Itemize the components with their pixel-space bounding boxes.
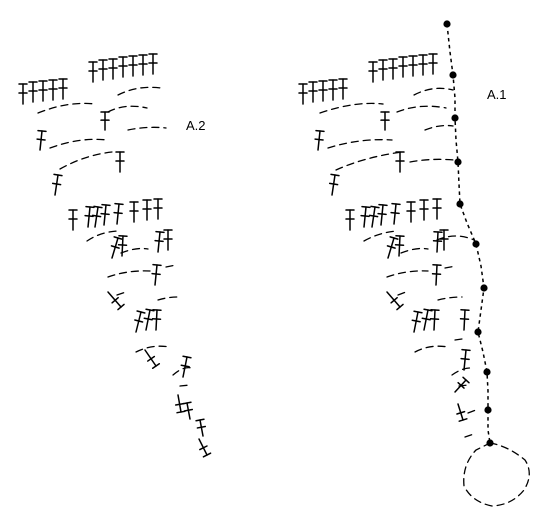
treble-crochet-symbol <box>328 173 340 196</box>
treble-crochet-symbol <box>151 309 162 331</box>
treble-crochet-symbol <box>144 349 161 370</box>
treble-crochet-symbol <box>148 53 158 75</box>
treble-crochet-symbol <box>298 83 308 105</box>
treble-crochet-symbol <box>163 229 173 251</box>
a1-treble-stitches <box>298 53 471 422</box>
treble-crochet-symbol <box>411 310 423 333</box>
treble-crochet-symbol <box>134 310 146 333</box>
treble-crochet-symbol <box>328 79 338 101</box>
treble-crochet-symbol <box>129 201 139 223</box>
a1-slip-stitch-edge <box>446 23 491 444</box>
treble-crochet-symbol <box>432 198 442 220</box>
treble-crochet-symbol <box>113 202 124 225</box>
slip-stitch-dot <box>449 71 457 79</box>
treble-crochet-symbol <box>107 291 125 311</box>
treble-crochet-symbol <box>408 55 418 77</box>
treble-crochet-symbol <box>182 401 194 420</box>
slip-stitch-dot <box>454 158 462 166</box>
treble-crochet-symbol <box>110 236 123 259</box>
treble-crochet-symbol <box>36 129 47 151</box>
chart-label-a2: A.2 <box>186 118 206 133</box>
slip-stitch-dot <box>483 368 491 376</box>
treble-crochet-symbol <box>432 231 443 253</box>
treble-crochet-symbol <box>174 394 186 414</box>
treble-crochet-symbol <box>108 58 118 80</box>
slip-stitch-dot <box>480 284 488 292</box>
slip-stitch-dot <box>486 439 494 447</box>
treble-crochet-symbol <box>91 205 103 228</box>
treble-crochet-symbol <box>338 78 348 100</box>
treble-crochet-symbol <box>18 83 28 105</box>
treble-crochet-symbol <box>388 58 398 80</box>
treble-crochet-symbol <box>314 129 325 151</box>
treble-crochet-symbol <box>195 418 207 437</box>
treble-crochet-symbol <box>88 61 98 83</box>
treble-crochet-symbol <box>198 438 212 458</box>
treble-crochet-symbol <box>418 54 428 76</box>
chart-a1 <box>298 20 530 507</box>
treble-crochet-symbol <box>460 348 471 371</box>
treble-crochet-symbol <box>153 198 163 220</box>
treble-crochet-symbol <box>454 376 470 393</box>
slip-stitch-dot <box>443 20 451 28</box>
treble-crochet-symbol <box>38 80 48 102</box>
treble-crochet-symbol <box>180 355 192 378</box>
treble-crochet-symbol <box>368 205 380 228</box>
treble-crochet-symbol <box>390 202 401 225</box>
treble-crochet-symbol <box>143 308 155 331</box>
treble-crochet-symbol <box>386 291 404 311</box>
treble-crochet-symbol <box>100 111 110 131</box>
treble-crochet-symbol <box>459 309 470 331</box>
treble-crochet-symbol <box>142 199 152 221</box>
treble-crochet-symbol <box>421 308 433 331</box>
treble-crochet-symbol <box>439 229 449 251</box>
treble-crochet-symbol <box>345 209 355 231</box>
treble-crochet-symbol <box>51 173 63 196</box>
slip-stitch-dot <box>474 328 482 336</box>
treble-crochet-symbol <box>360 205 371 228</box>
treble-crochet-symbol <box>151 263 162 286</box>
treble-crochet-symbol <box>28 81 38 103</box>
treble-crochet-symbol <box>429 309 440 331</box>
chart-a2 <box>18 53 212 458</box>
treble-crochet-symbol <box>398 56 408 78</box>
chart-label-a1: A.1 <box>487 87 507 102</box>
treble-crochet-symbol <box>428 53 438 75</box>
treble-crochet-symbol <box>318 80 328 102</box>
treble-crochet-symbol <box>406 201 416 223</box>
treble-crochet-symbol <box>58 78 68 100</box>
treble-crochet-symbol <box>378 59 388 81</box>
treble-crochet-symbol <box>48 79 58 101</box>
a1-magic-ring <box>463 442 530 507</box>
treble-crochet-symbol <box>456 403 468 422</box>
treble-crochet-symbol <box>68 209 78 231</box>
slip-stitch-dot <box>451 114 459 122</box>
slip-stitch-dot <box>484 406 492 414</box>
treble-crochet-symbol <box>138 54 148 76</box>
treble-crochet-symbol <box>98 59 108 81</box>
treble-crochet-symbol <box>154 230 165 253</box>
treble-crochet-symbol <box>380 111 390 131</box>
treble-crochet-symbol <box>117 235 128 257</box>
treble-crochet-symbol <box>431 264 442 286</box>
a1-slip-stitch-dots <box>443 20 494 447</box>
slip-stitch-dot <box>456 200 464 208</box>
a2-treble-stitches <box>18 53 212 458</box>
treble-crochet-symbol <box>100 203 111 226</box>
treble-crochet-symbol <box>394 235 405 257</box>
treble-crochet-symbol <box>128 55 138 77</box>
treble-crochet-symbol <box>395 151 405 173</box>
treble-crochet-symbol <box>386 236 399 259</box>
treble-crochet-symbol <box>115 151 125 173</box>
treble-crochet-symbol <box>419 199 429 221</box>
slip-stitch-dot <box>472 240 480 248</box>
treble-crochet-symbol <box>118 56 128 78</box>
a2-chain-arcs <box>37 86 193 387</box>
a1-chain-arcs <box>319 87 477 438</box>
treble-crochet-symbol <box>377 203 388 226</box>
treble-crochet-symbol <box>308 81 318 103</box>
treble-crochet-symbol <box>368 61 378 83</box>
treble-crochet-symbol <box>84 205 95 228</box>
